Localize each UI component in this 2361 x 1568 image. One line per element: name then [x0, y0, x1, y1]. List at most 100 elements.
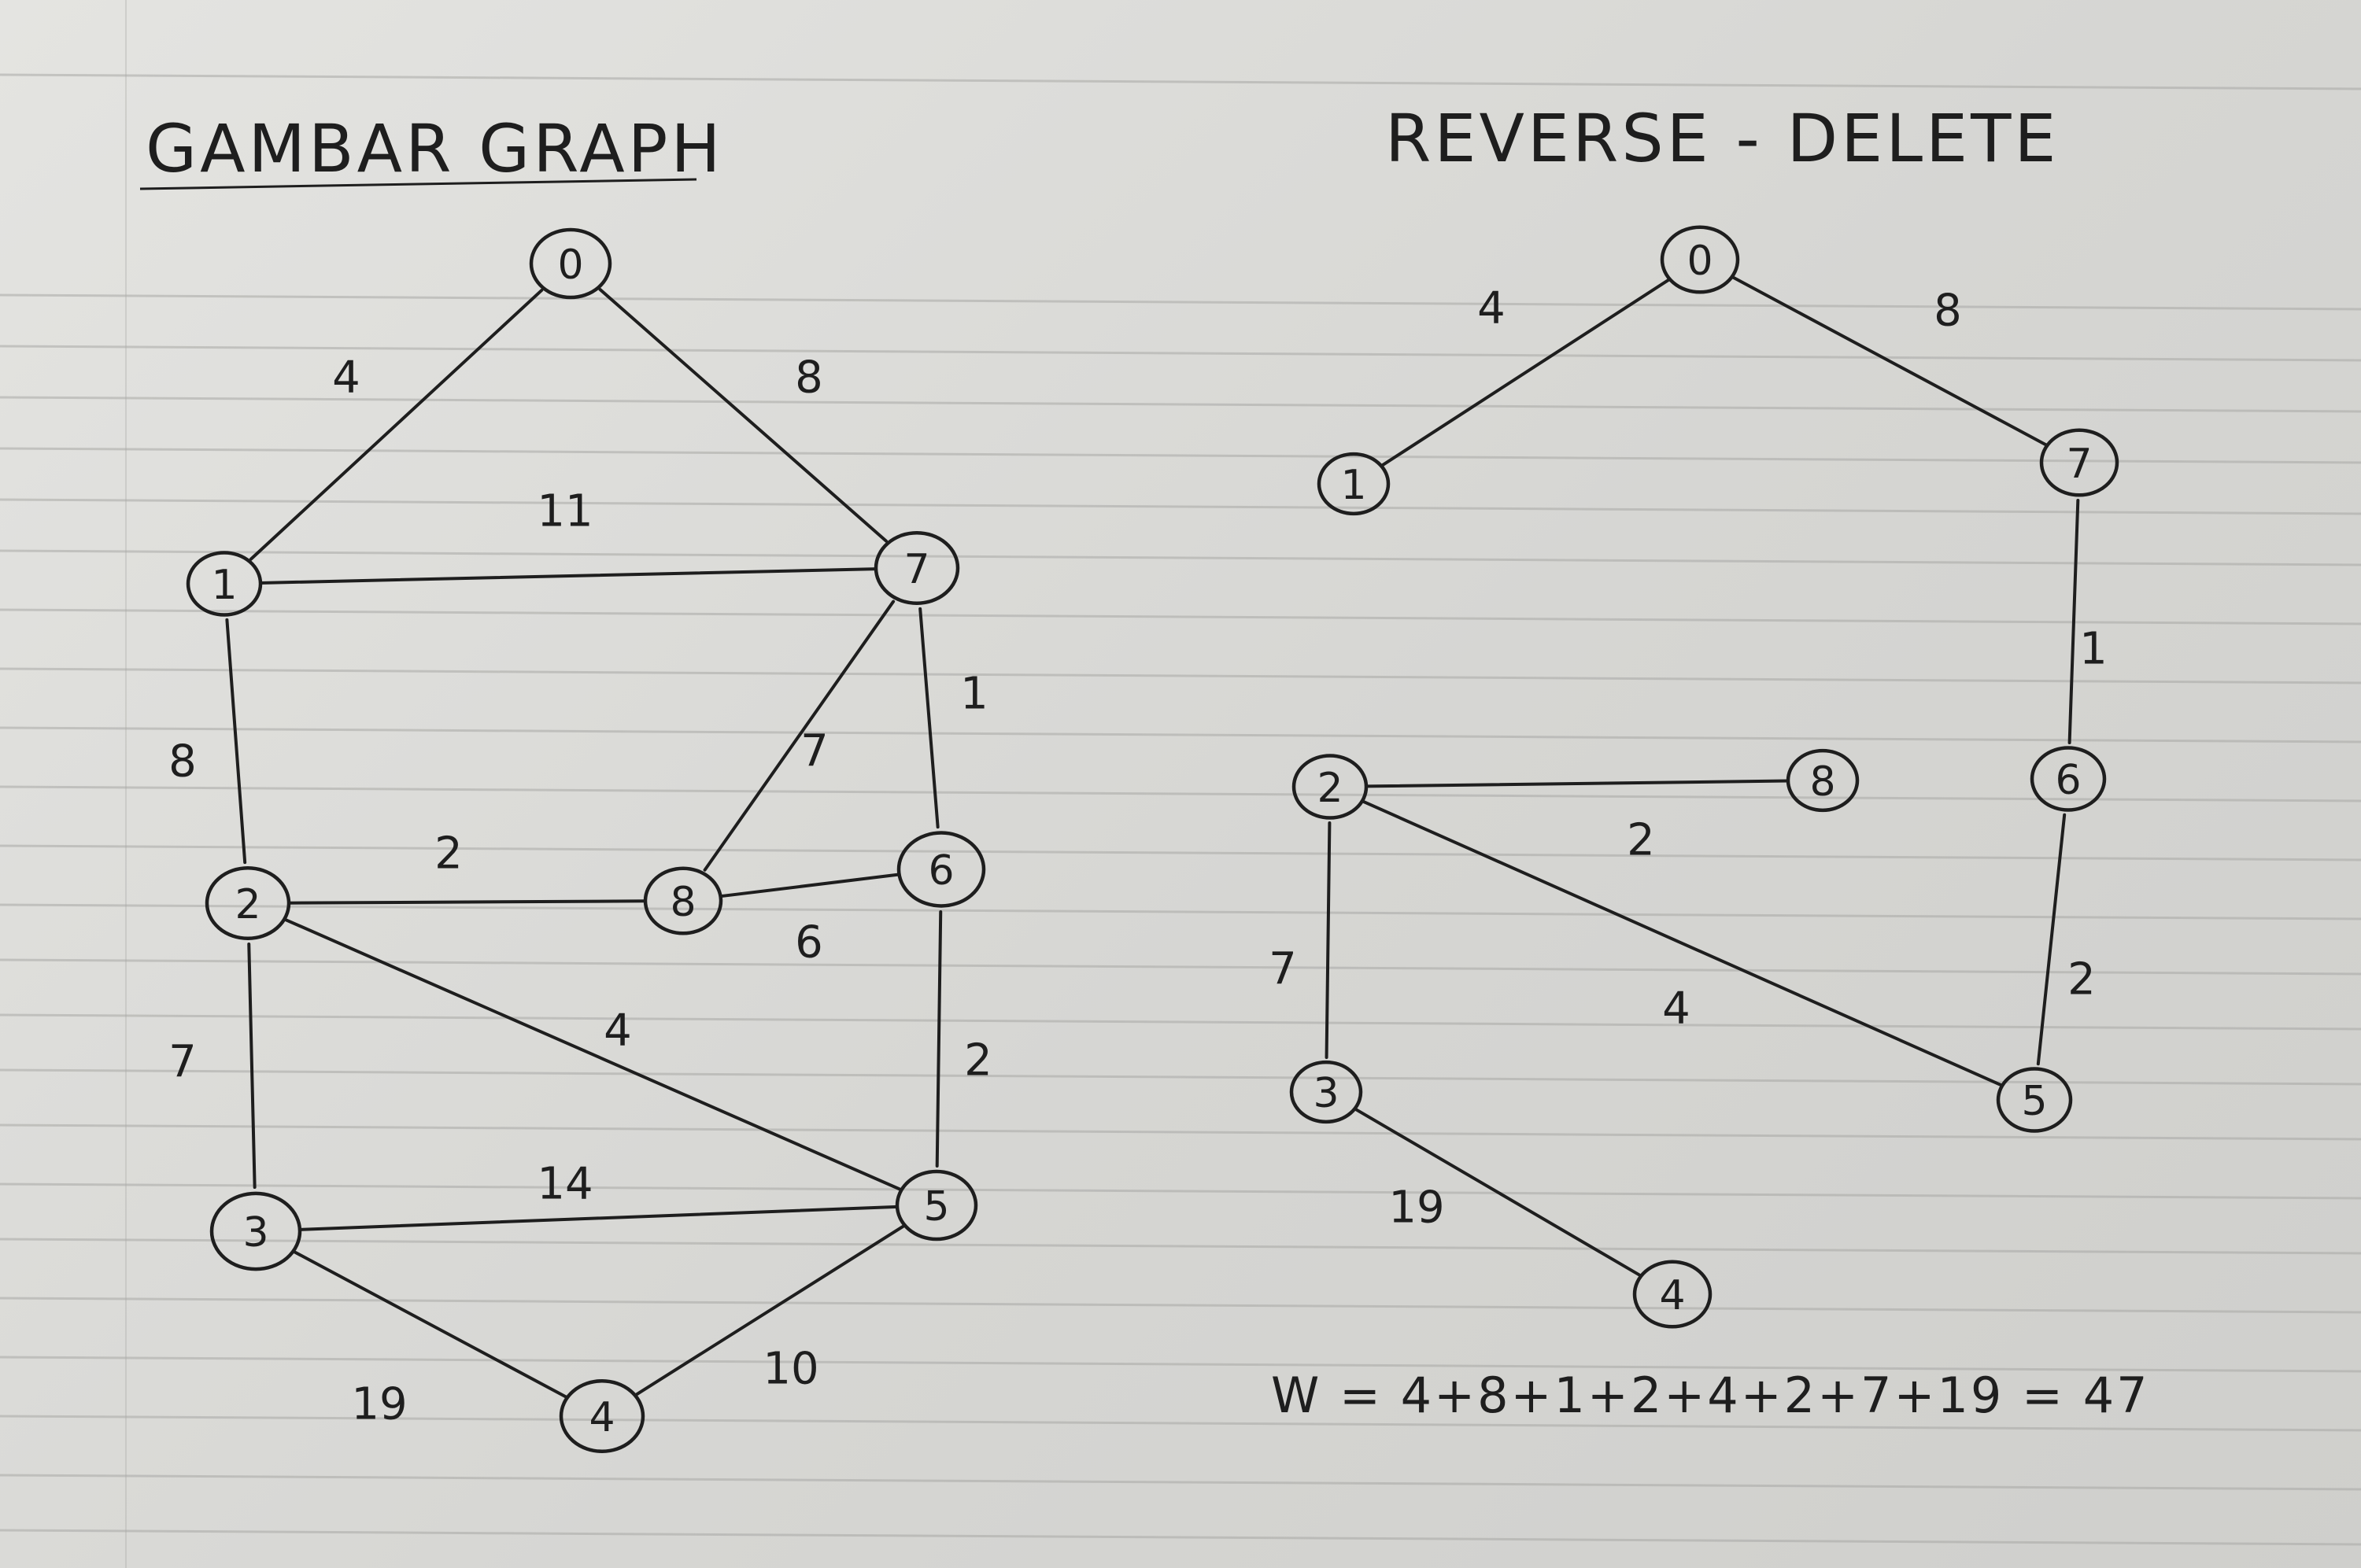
- weight-formula: W = 4+8+1+2+4+2+7+19 = 47: [1271, 1367, 2150, 1424]
- left-title-underline: [139, 178, 697, 190]
- left-graph-edge-weight-3-4: 19: [351, 1379, 407, 1430]
- ruled-line: [0, 726, 2361, 743]
- right-graph-edge-weight-2-3: 7: [1269, 944, 1297, 995]
- left-graph-node-circle-0: [529, 227, 612, 300]
- ruled-line: [0, 903, 2361, 921]
- right-graph-edge-7-6: [2067, 498, 2080, 745]
- left-graph-edge-2-5: [283, 917, 903, 1191]
- ruled-line: [0, 73, 2361, 90]
- right-graph-edge-weight-2-8: 2: [1627, 815, 1655, 866]
- right-graph-edge-6-5: [2036, 813, 2067, 1066]
- left-graph-edge-weight-8-6: 6: [795, 917, 823, 968]
- right-graph-node-circle-1: [1317, 452, 1391, 516]
- left-graph-edge-0-7: [598, 288, 888, 543]
- right-graph-node-label-1: 1: [1340, 462, 1366, 509]
- left-graph-node-circle-7: [874, 531, 960, 605]
- left-graph-edge-7-6: [918, 607, 940, 829]
- left-graph-node-label-0: 0: [557, 242, 583, 289]
- right-graph-node-label-4: 4: [1659, 1272, 1685, 1319]
- ruled-line: [0, 1068, 2361, 1086]
- left-graph-node-circle-4: [559, 1379, 645, 1453]
- left-graph-edge-6-5: [935, 909, 943, 1168]
- ruled-line: [0, 667, 2361, 684]
- left-graph-node-label-7: 7: [903, 546, 929, 593]
- left-graph-edge-7-8: [703, 600, 896, 872]
- ruled-line: [0, 608, 2361, 625]
- left-graph-node-label-3: 3: [242, 1209, 268, 1256]
- ruled-line: [0, 447, 2361, 464]
- right-graph-node-circle-3: [1289, 1060, 1363, 1124]
- left-graph-edge-weight-3-5: 14: [537, 1159, 593, 1210]
- left-graph-edge-weight-4-5: 10: [763, 1344, 818, 1395]
- left-graph-node-label-6: 6: [928, 847, 954, 895]
- right-graph-node-circle-6: [2030, 746, 2107, 812]
- ruled-line: [0, 1415, 2361, 1432]
- right-graph-edge-2-8: [1364, 779, 1790, 788]
- right-graph-node-label-2: 2: [1317, 765, 1343, 812]
- ruled-line: [0, 1356, 2361, 1373]
- right-graph-edge-3-4: [1354, 1108, 1642, 1277]
- right-graph-node-label-8: 8: [1809, 758, 1835, 806]
- left-graph-edge-weight-6-5: 2: [964, 1035, 992, 1087]
- ruled-line: [0, 1013, 2361, 1031]
- left-graph-edge-0-1: [249, 288, 544, 561]
- left-graph-edge-2-3: [247, 942, 257, 1190]
- ruled-line: [0, 549, 2361, 566]
- ruled-line: [0, 396, 2361, 413]
- ruled-line: [0, 785, 2361, 802]
- left-graph-node-label-8: 8: [670, 879, 696, 926]
- ruled-line: [0, 293, 2361, 311]
- left-graph-edge-4-5: [634, 1224, 905, 1396]
- right-graph-title: REVERSE - DELETE: [1385, 100, 2059, 177]
- ruled-line: [0, 958, 2361, 976]
- left-graph-edge-weight-7-6: 1: [960, 669, 988, 720]
- right-graph-node-circle-0: [1660, 225, 1740, 294]
- left-graph-node-label-1: 1: [211, 562, 237, 609]
- right-graph-edge-0-1: [1380, 279, 1670, 467]
- left-graph-edge-8-6: [719, 873, 901, 898]
- left-graph-node-circle-6: [896, 831, 986, 908]
- left-graph-edge-1-2: [225, 618, 247, 865]
- right-graph-edge-weight-0-1: 4: [1477, 283, 1506, 334]
- right-graph-node-circle-8: [1786, 748, 1860, 813]
- left-graph-node-circle-5: [895, 1169, 978, 1241]
- left-graph-node-circle-3: [209, 1191, 302, 1271]
- ruled-line: [0, 345, 2361, 362]
- right-graph-edge-weight-0-7: 8: [1934, 286, 1962, 337]
- right-graph-node-circle-2: [1291, 754, 1369, 820]
- left-graph-edge-weight-2-3: 7: [168, 1037, 197, 1088]
- ruled-line: [0, 498, 2361, 515]
- left-graph-edge-3-5: [297, 1205, 900, 1231]
- left-graph-node-label-4: 4: [589, 1394, 615, 1441]
- right-graph-node-circle-4: [1632, 1260, 1713, 1329]
- left-graph-edge-1-7: [258, 567, 878, 585]
- left-graph-node-circle-1: [186, 551, 263, 617]
- right-graph-node-label-6: 6: [2055, 757, 2081, 804]
- left-graph-edge-weight-0-7: 8: [795, 352, 823, 404]
- ruled-line: [0, 1474, 2361, 1491]
- right-graph-edge-2-3: [1325, 821, 1332, 1060]
- left-graph-edge-weight-0-1: 4: [332, 352, 360, 404]
- left-graph-edge-weight-7-8: 7: [800, 726, 829, 777]
- left-graph-edge-2-8: [286, 899, 648, 905]
- ruled-line: [0, 1529, 2361, 1546]
- right-graph-edge-0-7: [1731, 275, 2048, 447]
- right-graph-node-label-3: 3: [1313, 1070, 1339, 1117]
- left-graph-edge-weight-2-5: 4: [604, 1005, 632, 1057]
- right-graph-edge-weight-3-4: 19: [1388, 1182, 1444, 1234]
- left-graph-title: GAMBAR GRAPH: [146, 110, 724, 187]
- left-graph-node-circle-8: [643, 866, 723, 935]
- ruled-line: [0, 844, 2361, 861]
- left-graph-node-circle-2: [205, 866, 291, 940]
- right-graph-edge-2-5: [1362, 799, 2003, 1087]
- right-graph-node-label-7: 7: [2066, 441, 2092, 488]
- ruled-line: [0, 1238, 2361, 1255]
- left-graph-edge-3-4: [293, 1250, 568, 1399]
- right-graph-node-circle-7: [2039, 428, 2119, 497]
